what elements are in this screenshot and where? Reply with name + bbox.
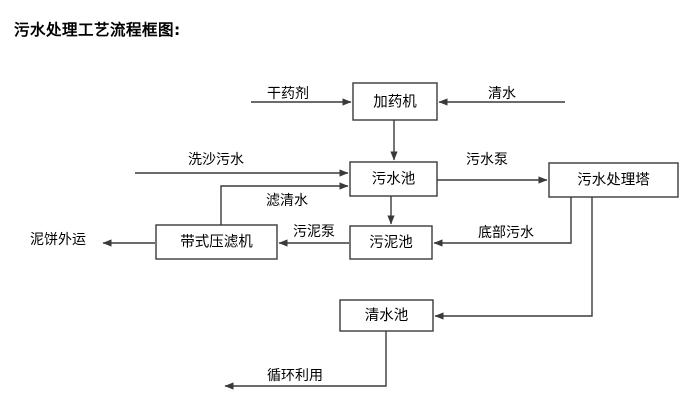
edge-label-clean-water-in: 清水 (488, 86, 516, 102)
node-belt-filter-press[interactable]: 带式压滤机 (155, 224, 278, 260)
node-label-belt-filter-press: 带式压滤机 (180, 234, 253, 251)
node-dosing-machine[interactable]: 加药机 (352, 82, 438, 121)
page-title: 污水处理工艺流程框图: (14, 21, 181, 39)
edge-label-filtered-water-in: 滤清水 (266, 193, 308, 209)
node-label-sludge-pool: 污泥池 (369, 234, 413, 251)
edge-label-dry-chemical-in: 干药剂 (267, 86, 309, 102)
edge-wastewater-pump: 污水泵 (437, 152, 548, 184)
node-wastewater-pool[interactable]: 污水池 (349, 161, 438, 197)
edge-sand-wash-water-in: 洗沙污水 (135, 152, 349, 177)
node-label-dosing-machine: 加药机 (373, 94, 417, 111)
edge-dry-chemical-in: 干药剂 (251, 86, 352, 106)
node-clean-water-pool[interactable]: 清水池 (339, 299, 434, 332)
node-sludge-pool[interactable]: 污泥池 (349, 225, 433, 260)
edge-filtered-water-in: 滤清水 (220, 182, 349, 225)
edge-label-recycle-reuse: 循环利用 (267, 368, 323, 384)
edge-label-wastewater-pump: 污水泵 (466, 152, 508, 168)
edge-label-bottom-wastewater: 底部污水 (478, 225, 534, 241)
node-label-wastewater-pool: 污水池 (372, 171, 416, 188)
edge-label-sand-wash-water-in: 洗沙污水 (188, 152, 244, 168)
edge-bottom-wastewater: 底部污水 (433, 197, 572, 247)
edge-label-mud-cake-out: 泥饼外运 (30, 232, 86, 248)
edge-clean-water-in: 清水 (438, 86, 565, 106)
edge-tower-to-clean-water-pool (434, 197, 593, 320)
edge-mud-cake-out: 泥饼外运 (30, 232, 155, 248)
edge-label-sludge-pump: 污泥泵 (293, 224, 335, 240)
edge-sludge-pump: 污泥泵 (278, 224, 349, 247)
edge-recycle-reuse: 循环利用 (224, 331, 387, 390)
node-label-treatment-tower: 污水处理塔 (577, 172, 650, 189)
node-treatment-tower[interactable]: 污水处理塔 (548, 162, 679, 198)
node-label-clean-water-pool: 清水池 (365, 307, 409, 324)
